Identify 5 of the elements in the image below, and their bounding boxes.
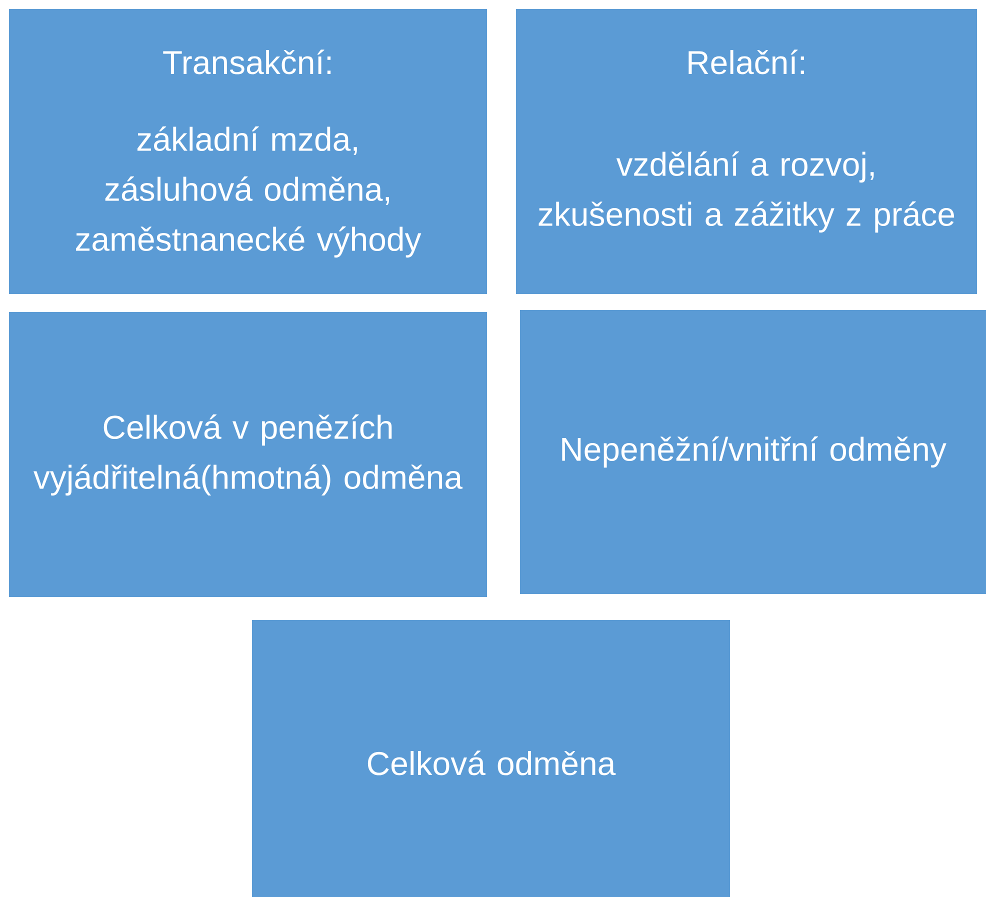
text-box: Nepeněžní/vnitřní odměny xyxy=(520,310,986,594)
text-box: Celková v penězích vyjádřitelná(hmotná) odměna xyxy=(9,312,487,597)
text-box: Transakční: základní mzda, zásluhová odměna, zaměstnanecké výhody xyxy=(9,9,487,294)
text-box: Celková odměna xyxy=(252,620,730,897)
text-box: Relační: vzdělání a rozvoj, zkušenosti a zážitky z práce xyxy=(516,9,977,294)
